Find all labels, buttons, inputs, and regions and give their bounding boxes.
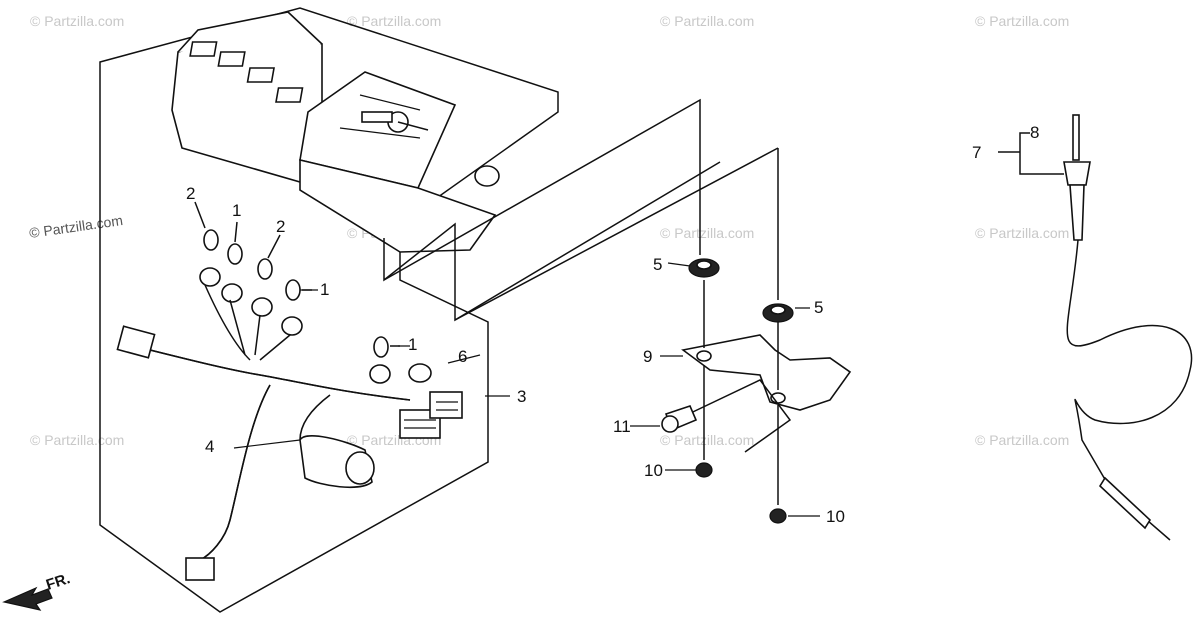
callout-3: 3 bbox=[517, 387, 526, 406]
watermark: © Partzilla.com bbox=[975, 225, 1069, 241]
callout-2: 2 bbox=[186, 184, 195, 203]
callout-4: 4 bbox=[205, 437, 214, 456]
callout-6: 6 bbox=[458, 347, 467, 366]
watermark: © Partzilla.com bbox=[28, 212, 124, 241]
watermark: © Partzilla.com bbox=[975, 13, 1069, 29]
callout-1: 1 bbox=[320, 280, 329, 299]
callout-2: 2 bbox=[276, 217, 285, 236]
watermark: © Partzilla.com bbox=[660, 13, 754, 29]
watermark: © Partzilla.com bbox=[660, 225, 754, 241]
callout-9: 9 bbox=[643, 347, 652, 366]
callout-1: 1 bbox=[232, 201, 241, 220]
callout-5: 5 bbox=[653, 255, 662, 274]
meter-bracket bbox=[454, 115, 852, 524]
watermark: © Partzilla.com bbox=[660, 432, 754, 448]
callout-11: 11 bbox=[613, 417, 631, 436]
watermark: © Partzilla.com bbox=[30, 432, 124, 448]
watermark: © Partzilla.com bbox=[975, 432, 1069, 448]
front-direction-label: FR. bbox=[44, 570, 72, 594]
callout-5: 5 bbox=[814, 298, 823, 317]
leader-lines bbox=[233, 262, 820, 517]
callout-10: 10 bbox=[644, 461, 663, 480]
callout-7: 7 bbox=[972, 143, 981, 162]
bulb-sockets bbox=[199, 267, 432, 384]
wire-harness bbox=[116, 284, 463, 581]
watermark: © Partzilla.com bbox=[30, 13, 124, 29]
speedometer-housing bbox=[171, 11, 721, 322]
front-direction-indicator: FR. bbox=[2, 570, 72, 611]
watermark: © Partzilla.com bbox=[347, 13, 441, 29]
callouts: 1 1 1 2 2 3 4 5 5 6 7 8 9 10 10 11 bbox=[186, 123, 1039, 526]
assembly-outline bbox=[99, 7, 559, 613]
callout-10: 10 bbox=[826, 507, 845, 526]
callout-8: 8 bbox=[1030, 123, 1039, 142]
speedometer-cable bbox=[998, 114, 1193, 541]
bulb-set bbox=[194, 201, 400, 358]
callout-1: 1 bbox=[408, 335, 417, 354]
